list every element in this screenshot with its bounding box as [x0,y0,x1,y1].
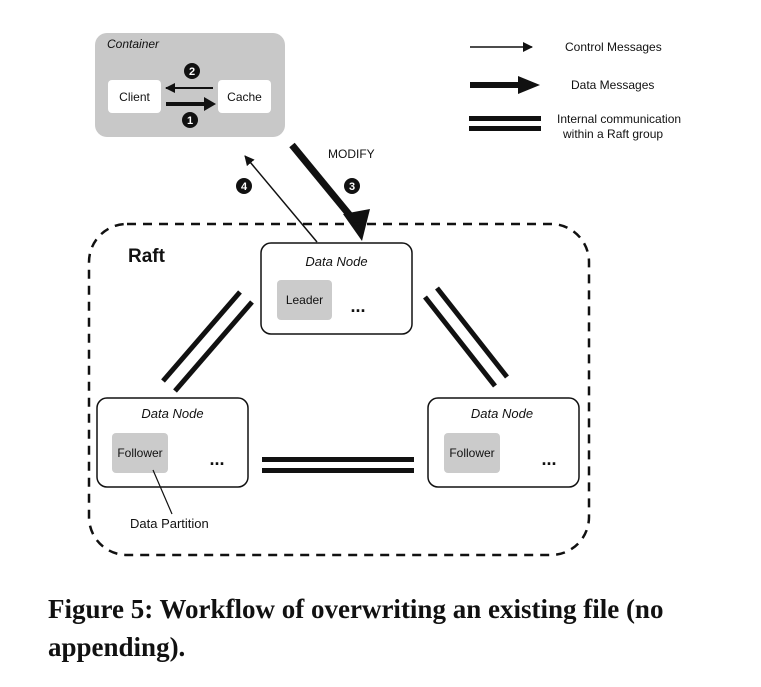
data-node-right: Data Node Follower ... [427,397,580,488]
right-follower-label: Follower [449,446,494,460]
modify-label: MODIFY [328,147,375,161]
workflow-diagram: Container Client Cache 2 1 Control Messa… [87,33,681,557]
cache-box [218,80,271,113]
right-follower-partition [444,433,500,473]
raft-group-boundary [87,222,591,557]
figure-caption: Figure 5: Workflow of overwriting an exi… [48,594,664,662]
container-group: Container Client Cache 2 1 [95,33,285,137]
data-node-top-title: Data Node [305,254,367,269]
cache-label: Cache [227,90,262,104]
data-node-top-ellipsis: ... [350,296,365,316]
data-node-right-ellipsis: ... [541,449,556,469]
legend-internal-label-1: Internal communication [557,112,681,126]
step4-number: 4 [241,181,248,193]
step4-arrow [244,155,318,243]
legend-data-label: Data Messages [571,78,654,92]
raft-link-top-right [423,286,509,388]
left-follower-partition [112,433,168,473]
step2-number: 2 [189,66,195,78]
legend-data-head [518,76,540,94]
client-label: Client [119,90,150,104]
step1-number: 1 [187,115,193,127]
data-partition-pointer [152,469,173,515]
legend-internal-line-a [469,116,541,121]
raft-link-left-right [262,457,414,473]
raft-link-top-left [161,290,254,393]
step3-badge [344,178,360,194]
step3-number: 3 [349,181,355,193]
leader-partition [277,280,332,320]
left-follower-label: Follower [117,446,162,460]
data-node-left-ellipsis: ... [209,449,224,469]
step3-shaft [289,142,355,221]
client-box [108,80,161,113]
step4-badge [236,178,252,194]
container-title: Container [107,37,160,51]
step1-badge [182,112,198,128]
step2-badge [184,63,200,79]
data-node-top: Data Node Leader ... [260,242,413,335]
data-node-right-title: Data Node [471,406,533,421]
step1-head [204,97,216,111]
legend-control-label: Control Messages [565,40,662,54]
legend-internal-label-2: within a Raft group [562,127,663,141]
data-node-left: Data Node Follower ... [96,397,249,488]
data-node-left-title: Data Node [141,406,203,421]
raft-title: Raft [128,246,166,267]
legend: Control Messages Data Messages Internal … [469,40,681,141]
data-partition-label: Data Partition [130,516,209,531]
leader-label: Leader [286,293,323,307]
legend-internal-line-b [469,126,541,131]
